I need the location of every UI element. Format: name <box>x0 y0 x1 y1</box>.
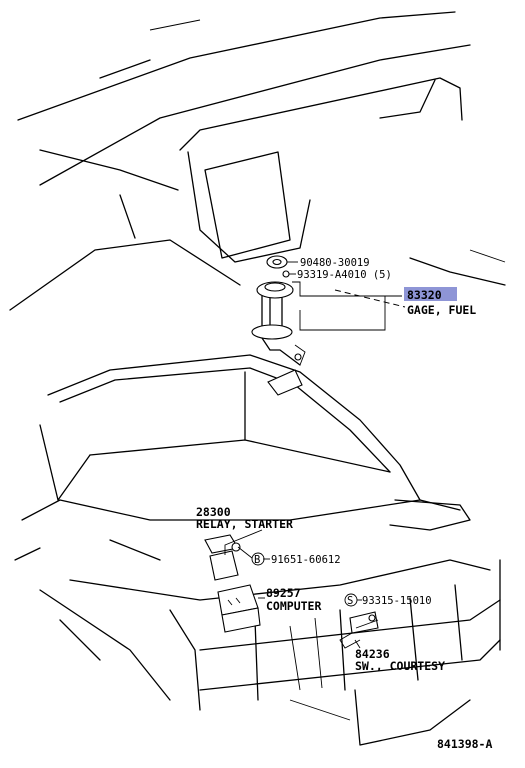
part-no-84236: 84236 <box>355 647 390 661</box>
marker-s-circle <box>344 593 358 607</box>
part-no-83320: 83320 <box>407 288 442 302</box>
car-body-outline <box>9 11 506 746</box>
part-name-gage-fuel: GAGE, FUEL <box>407 303 476 317</box>
relay-starter-part <box>204 529 263 581</box>
callout-91651-60612: 91651-60612 <box>271 554 341 566</box>
highlight-83320 <box>404 287 457 301</box>
marker-b-circle <box>251 552 265 566</box>
screw <box>282 270 290 278</box>
computer-part <box>217 584 261 633</box>
courtesy-switch-part <box>339 611 379 649</box>
marker-b: B <box>254 554 260 566</box>
callout-93319-a4010: 93319-A4010 (5) <box>297 269 392 281</box>
marker-s: S <box>347 595 353 607</box>
part-no-28300: 28300 <box>196 505 231 519</box>
part-name-computer: COMPUTER <box>266 599 321 613</box>
part-name-sw-courtesy: SW., COURTESY <box>355 659 445 673</box>
fuel-gage-assembly <box>251 255 406 396</box>
callout-90480-30019: 90480-30019 <box>300 257 370 269</box>
callout-93315-15010: 93315-15010 <box>362 595 432 607</box>
part-no-89257: 89257 <box>266 586 301 600</box>
float <box>267 369 303 396</box>
figure-number: 841398-A <box>437 737 492 751</box>
part-name-relay-starter: RELAY, STARTER <box>196 517 293 531</box>
leader-lines <box>237 261 379 649</box>
